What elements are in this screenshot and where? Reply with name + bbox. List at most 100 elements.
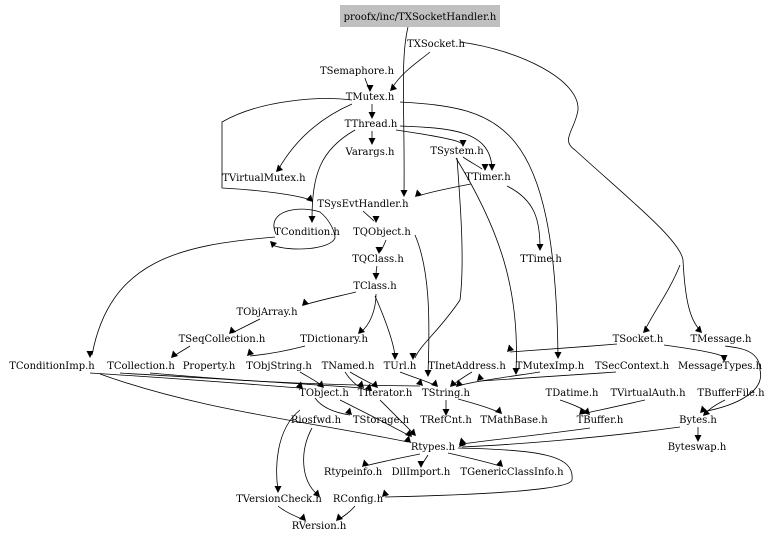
dependency-edge [414,157,463,359]
node-rconfig[interactable]: RConfig.h [333,494,384,505]
edge-arrowhead [308,216,316,223]
edge-arrowhead [507,344,514,352]
node-tbufferfile[interactable]: TBufferFile.h [697,388,765,399]
node-tcondition[interactable]: TCondition.h [274,227,340,238]
edge-arrowhead [313,489,320,497]
node-tinetaddress[interactable]: TInetAddress.h [428,361,506,372]
node-dllimport[interactable]: DllImport.h [392,467,451,478]
dependency-edge [303,427,319,496]
node-tvirtualmutex[interactable]: TVirtualMutex.h [222,173,306,184]
node-varargs[interactable]: Varargs.h [345,147,396,158]
node-tqobject[interactable]: TQObject.h [353,227,411,238]
edge-arrowhead [276,164,283,172]
edge-arrowhead [496,459,503,467]
dependency-edge [457,398,501,414]
edge-arrowhead [459,140,467,147]
node-tsystem[interactable]: TSystem.h [430,146,484,157]
node-tvirtualauth[interactable]: TVirtualAuth.h [610,388,686,399]
dependency-edge [462,156,483,170]
dependency-edge [455,157,517,373]
node-tseqcollection[interactable]: TSeqCollection.h [179,334,266,345]
edge-arrowhead [554,352,562,359]
dependency-edge [359,293,377,334]
node-tcollection[interactable]: TCollection.h [107,361,175,372]
node-tstorage[interactable]: TStorage.h [353,415,410,426]
node-tdatime[interactable]: TDatime.h [546,388,599,399]
dependency-edge [379,239,387,253]
edge-arrowhead [488,164,496,171]
dependency-edge [249,345,306,357]
edge-arrowhead [512,368,520,375]
dependency-edge [391,51,431,89]
edge-arrowhead [459,439,466,447]
dependency-edge [277,103,353,171]
dependency-edge [581,399,646,415]
node-ttimer[interactable]: TTimer.h [465,172,511,183]
node-tmuteximp[interactable]: TMutexImp.h [516,361,585,372]
edge-arrowhead [371,380,378,388]
node-messagetypes[interactable]: MessageTypes.h [678,361,763,372]
node-tconditionimp[interactable]: TConditionImp.h [9,361,95,372]
edge-arrowhead [357,380,364,388]
node-tbuffer[interactable]: TBuffer.h [577,415,624,426]
edge-arrowhead [442,409,450,416]
node-tversioncheck[interactable]: TVersionCheck.h [236,494,322,505]
edge-arrowhead [382,489,389,497]
dependency-edge [459,41,701,331]
edge-arrowhead [481,164,489,171]
dependency-edge [99,373,409,443]
edge-arrowhead [299,513,306,521]
node-tmutex[interactable]: TMutex.h [346,92,395,103]
edge-arrowhead [247,348,254,356]
node-tsysevthandler[interactable]: TSysEvtHandler.h [317,199,409,210]
node-tclass[interactable]: TClass.h [353,281,397,292]
node-txsocket[interactable]: TXSocket.h [407,39,465,50]
edge-arrowhead [456,379,463,387]
edge-arrowhead [229,326,236,334]
dependency-edge [701,345,762,413]
dependency-edge [417,183,472,197]
node-tgenericclassinfo[interactable]: TGenericClassInfo.h [460,467,564,478]
node-tobject[interactable]: TObject.h [299,388,349,399]
node-trefcnt[interactable]: TRefCnt.h [420,415,472,426]
node-property[interactable]: Property.h [183,361,236,372]
dependency-edge [414,234,430,375]
dependency-edge [271,208,336,250]
node-rversion[interactable]: RVersion.h [292,521,347,532]
node-tsemaphore[interactable]: TSemaphore.h [320,66,395,77]
dependency-edge [303,291,357,306]
node-tqclass[interactable]: TQClass.h [352,254,404,265]
node-tobjarray[interactable]: TObjArray.h [236,307,298,318]
node-ttime[interactable]: TTime.h [520,254,562,265]
node-riosfwd[interactable]: Riosfwd.h [291,415,342,426]
edge-arrowhead [400,190,408,197]
node-tthread[interactable]: TThread.h [345,119,398,130]
node-root[interactable]: proofx/inc/TXSocketHandler.h [344,12,497,23]
dependency-edge [311,129,356,221]
edge-arrowhead [415,189,422,197]
edge-arrowhead [477,373,484,381]
edge-arrowhead [375,247,383,254]
node-bytes[interactable]: Bytes.h [679,415,717,426]
edge-arrowhead [368,112,376,119]
node-tmathbase[interactable]: TMathBase.h [480,415,548,426]
node-tseccontext[interactable]: TSecContext.h [595,361,670,372]
node-tdictionary[interactable]: TDictionary.h [300,334,368,345]
node-tmessage[interactable]: TMessage.h [691,334,753,345]
node-rtypes[interactable]: Rtypes.h [411,442,456,453]
node-tstring[interactable]: TString.h [422,388,471,399]
edge-arrowhead [431,379,438,387]
node-titerator[interactable]: TIterator.h [358,388,413,399]
node-rtypeinfo[interactable]: Rtypeinfo.h [324,467,383,478]
dependency-edge [276,409,301,491]
edge-arrowhead [358,326,365,334]
node-turl[interactable]: TUrl.h [384,361,417,372]
node-tnamed[interactable]: TNamed.h [322,361,375,372]
edge-arrowhead [405,429,412,437]
dependency-edge [447,452,501,467]
node-tsocket[interactable]: TSocket.h [613,334,664,345]
dependency-edge [362,210,375,222]
node-tobjstring[interactable]: TObjString.h [246,361,312,372]
edge-arrowhead [171,350,178,358]
node-byteswap[interactable]: Byteswap.h [668,442,727,453]
